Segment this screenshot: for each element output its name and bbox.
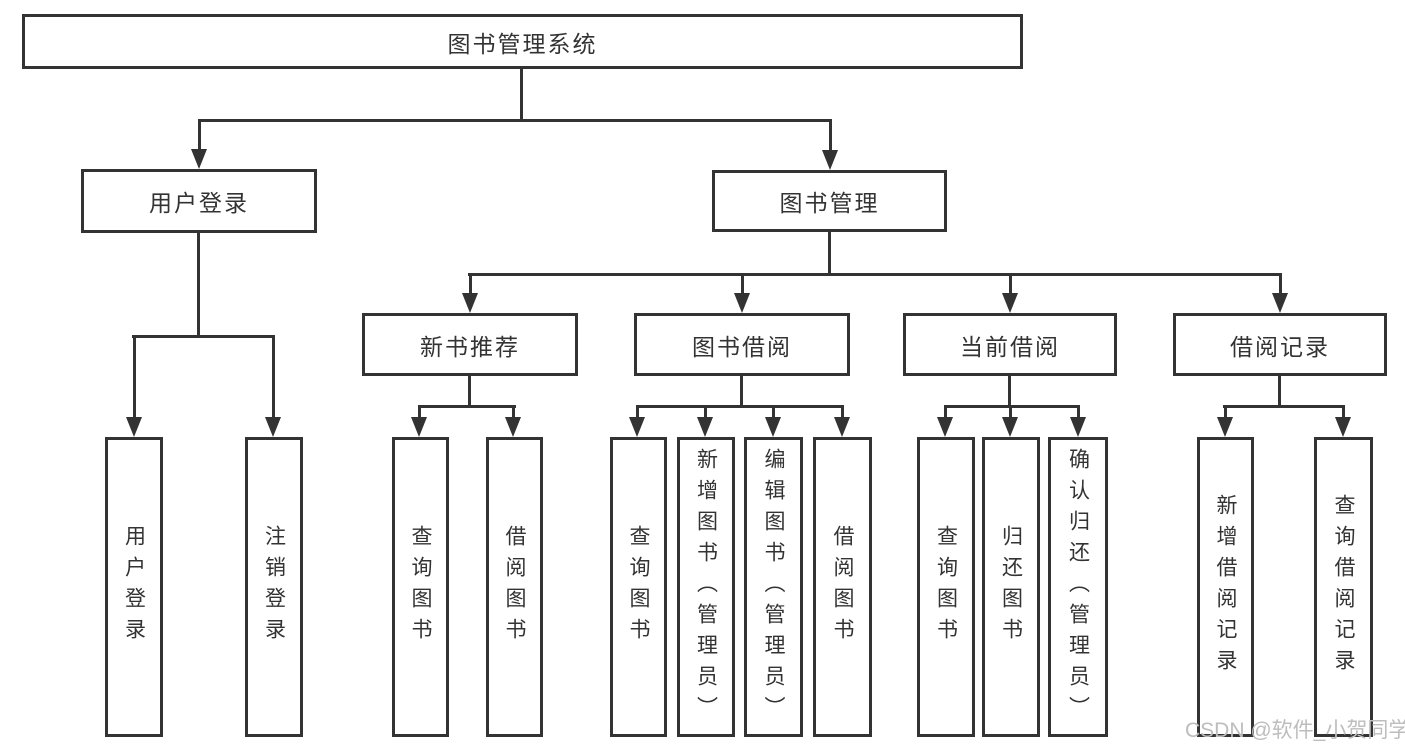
arrow-down-icon [1335, 417, 1351, 437]
leaf-label: 用户登录 [122, 525, 146, 649]
connector-recommend-hline [418, 405, 516, 408]
connector-mgmt-riser [828, 232, 831, 276]
connector-records-riser [1278, 376, 1281, 408]
connector-drop-records-leaf1 [1224, 405, 1227, 419]
connector-drop-current-leaf3 [1077, 405, 1080, 419]
connector-recommend-riser [468, 376, 471, 408]
connector-current-hline [944, 405, 1080, 408]
leaf-records-query-borrow-record: 查询借阅记录 [1314, 437, 1373, 737]
leaf-current-confirm-return-admin: 确认归还（管理员） [1048, 437, 1108, 737]
connector-drop-borrow-leaf2 [704, 405, 707, 419]
node-label: 图书借阅 [692, 333, 792, 360]
leaf-recommend-query-books: 查询图书 [392, 437, 449, 737]
leaf-label: 查询借阅记录 [1332, 494, 1355, 680]
leaf-records-add-borrow-record: 新增借阅记录 [1197, 437, 1254, 737]
connector-drop-user-leaf1 [133, 335, 136, 419]
node-label: 借阅记录 [1230, 333, 1330, 360]
arrow-down-icon [505, 417, 521, 437]
node-current-borrowing: 当前借阅 [903, 313, 1117, 376]
arrow-down-icon [697, 417, 713, 437]
connector-borrow-hline [636, 405, 844, 408]
connector-level3-hline [468, 273, 1282, 276]
node-label: 当前借阅 [960, 333, 1060, 360]
leaf-label: 新增图书（管理员） [694, 447, 718, 727]
leaf-label: 借阅图书 [831, 525, 854, 649]
leaf-user-login: 用户登录 [105, 437, 163, 737]
node-library-management-system: 图书管理系统 [22, 14, 1023, 69]
arrow-down-icon [765, 417, 781, 437]
connector-drop-borrow-leaf1 [636, 405, 639, 419]
connector-drop-current-leaf1 [944, 405, 947, 419]
leaf-current-return-books: 归还图书 [982, 437, 1040, 737]
connector-drop-current-leaf2 [1009, 405, 1012, 419]
connector-drop-user-login [198, 119, 201, 152]
connector-drop-current [1009, 273, 1012, 298]
watermark: CSDN @软件_小贺同学 [1185, 719, 1405, 742]
leaf-label: 编辑图书（管理员） [762, 447, 785, 727]
connector-drop-borrow-leaf4 [841, 405, 844, 419]
leaf-label: 确认归还（管理员） [1066, 447, 1090, 727]
connector-drop-borrow [741, 273, 744, 298]
leaf-label: 借阅图书 [503, 525, 526, 649]
node-label: 用户登录 [149, 190, 249, 216]
arrow-down-icon [1002, 293, 1018, 313]
leaf-label: 查询图书 [934, 525, 958, 649]
arrow-down-icon [822, 150, 838, 170]
node-borrowing-records: 借阅记录 [1173, 313, 1387, 376]
arrow-down-icon [191, 149, 207, 169]
connector-drop-recommend [469, 273, 472, 298]
connector-drop-user-leaf2 [272, 335, 275, 419]
arrow-down-icon [1217, 417, 1233, 437]
leaf-label: 归还图书 [999, 525, 1023, 649]
arrow-down-icon [834, 417, 850, 437]
node-new-book-recommendation: 新书推荐 [362, 313, 578, 376]
leaf-borrow-edit-books-admin: 编辑图书（管理员） [744, 437, 803, 737]
leaf-label: 查询图书 [409, 525, 432, 649]
leaf-label: 新增借阅记录 [1214, 494, 1237, 680]
arrow-down-icon [411, 417, 427, 437]
leaf-recommend-borrow-books: 借阅图书 [486, 437, 543, 737]
connector-level2-hline [199, 119, 832, 122]
arrow-down-icon [126, 417, 142, 437]
node-user-login: 用户登录 [81, 169, 317, 233]
leaf-borrow-query-books: 查询图书 [610, 437, 667, 737]
arrow-down-icon [629, 417, 645, 437]
connector-user-hline [132, 335, 275, 338]
arrow-down-icon [462, 293, 478, 313]
connector-records-hline [1223, 405, 1345, 408]
node-label: 图书管理系统 [447, 30, 598, 57]
leaf-logout: 注销登录 [245, 437, 303, 737]
connector-drop-borrow-leaf3 [772, 405, 775, 419]
connector-drop-records-leaf2 [1342, 405, 1345, 419]
leaf-borrow-borrow-books: 借阅图书 [813, 437, 872, 737]
connector-borrow-riser [740, 376, 743, 408]
leaf-label: 查询图书 [627, 525, 650, 649]
node-book-borrowing: 图书借阅 [634, 313, 850, 376]
connector-drop-recommend-leaf2 [512, 405, 515, 419]
arrow-down-icon [1002, 417, 1018, 437]
node-book-management: 图书管理 [712, 170, 947, 232]
arrow-down-icon [734, 293, 750, 313]
leaf-label: 注销登录 [262, 525, 286, 649]
connector-drop-recommend-leaf1 [418, 405, 421, 419]
connector-root-riser [520, 68, 523, 122]
node-label: 新书推荐 [420, 333, 520, 360]
arrow-down-icon [265, 417, 281, 437]
arrow-down-icon [937, 417, 953, 437]
connector-drop-book-management [829, 119, 832, 152]
connector-drop-records [1279, 273, 1282, 298]
connector-current-riser [1008, 376, 1011, 408]
arrow-down-icon [1070, 417, 1086, 437]
leaf-current-query-books: 查询图书 [917, 437, 975, 737]
connector-user-riser [197, 233, 200, 337]
arrow-down-icon [1272, 293, 1288, 313]
leaf-borrow-add-books-admin: 新增图书（管理员） [677, 437, 735, 737]
node-label: 图书管理 [779, 190, 880, 216]
